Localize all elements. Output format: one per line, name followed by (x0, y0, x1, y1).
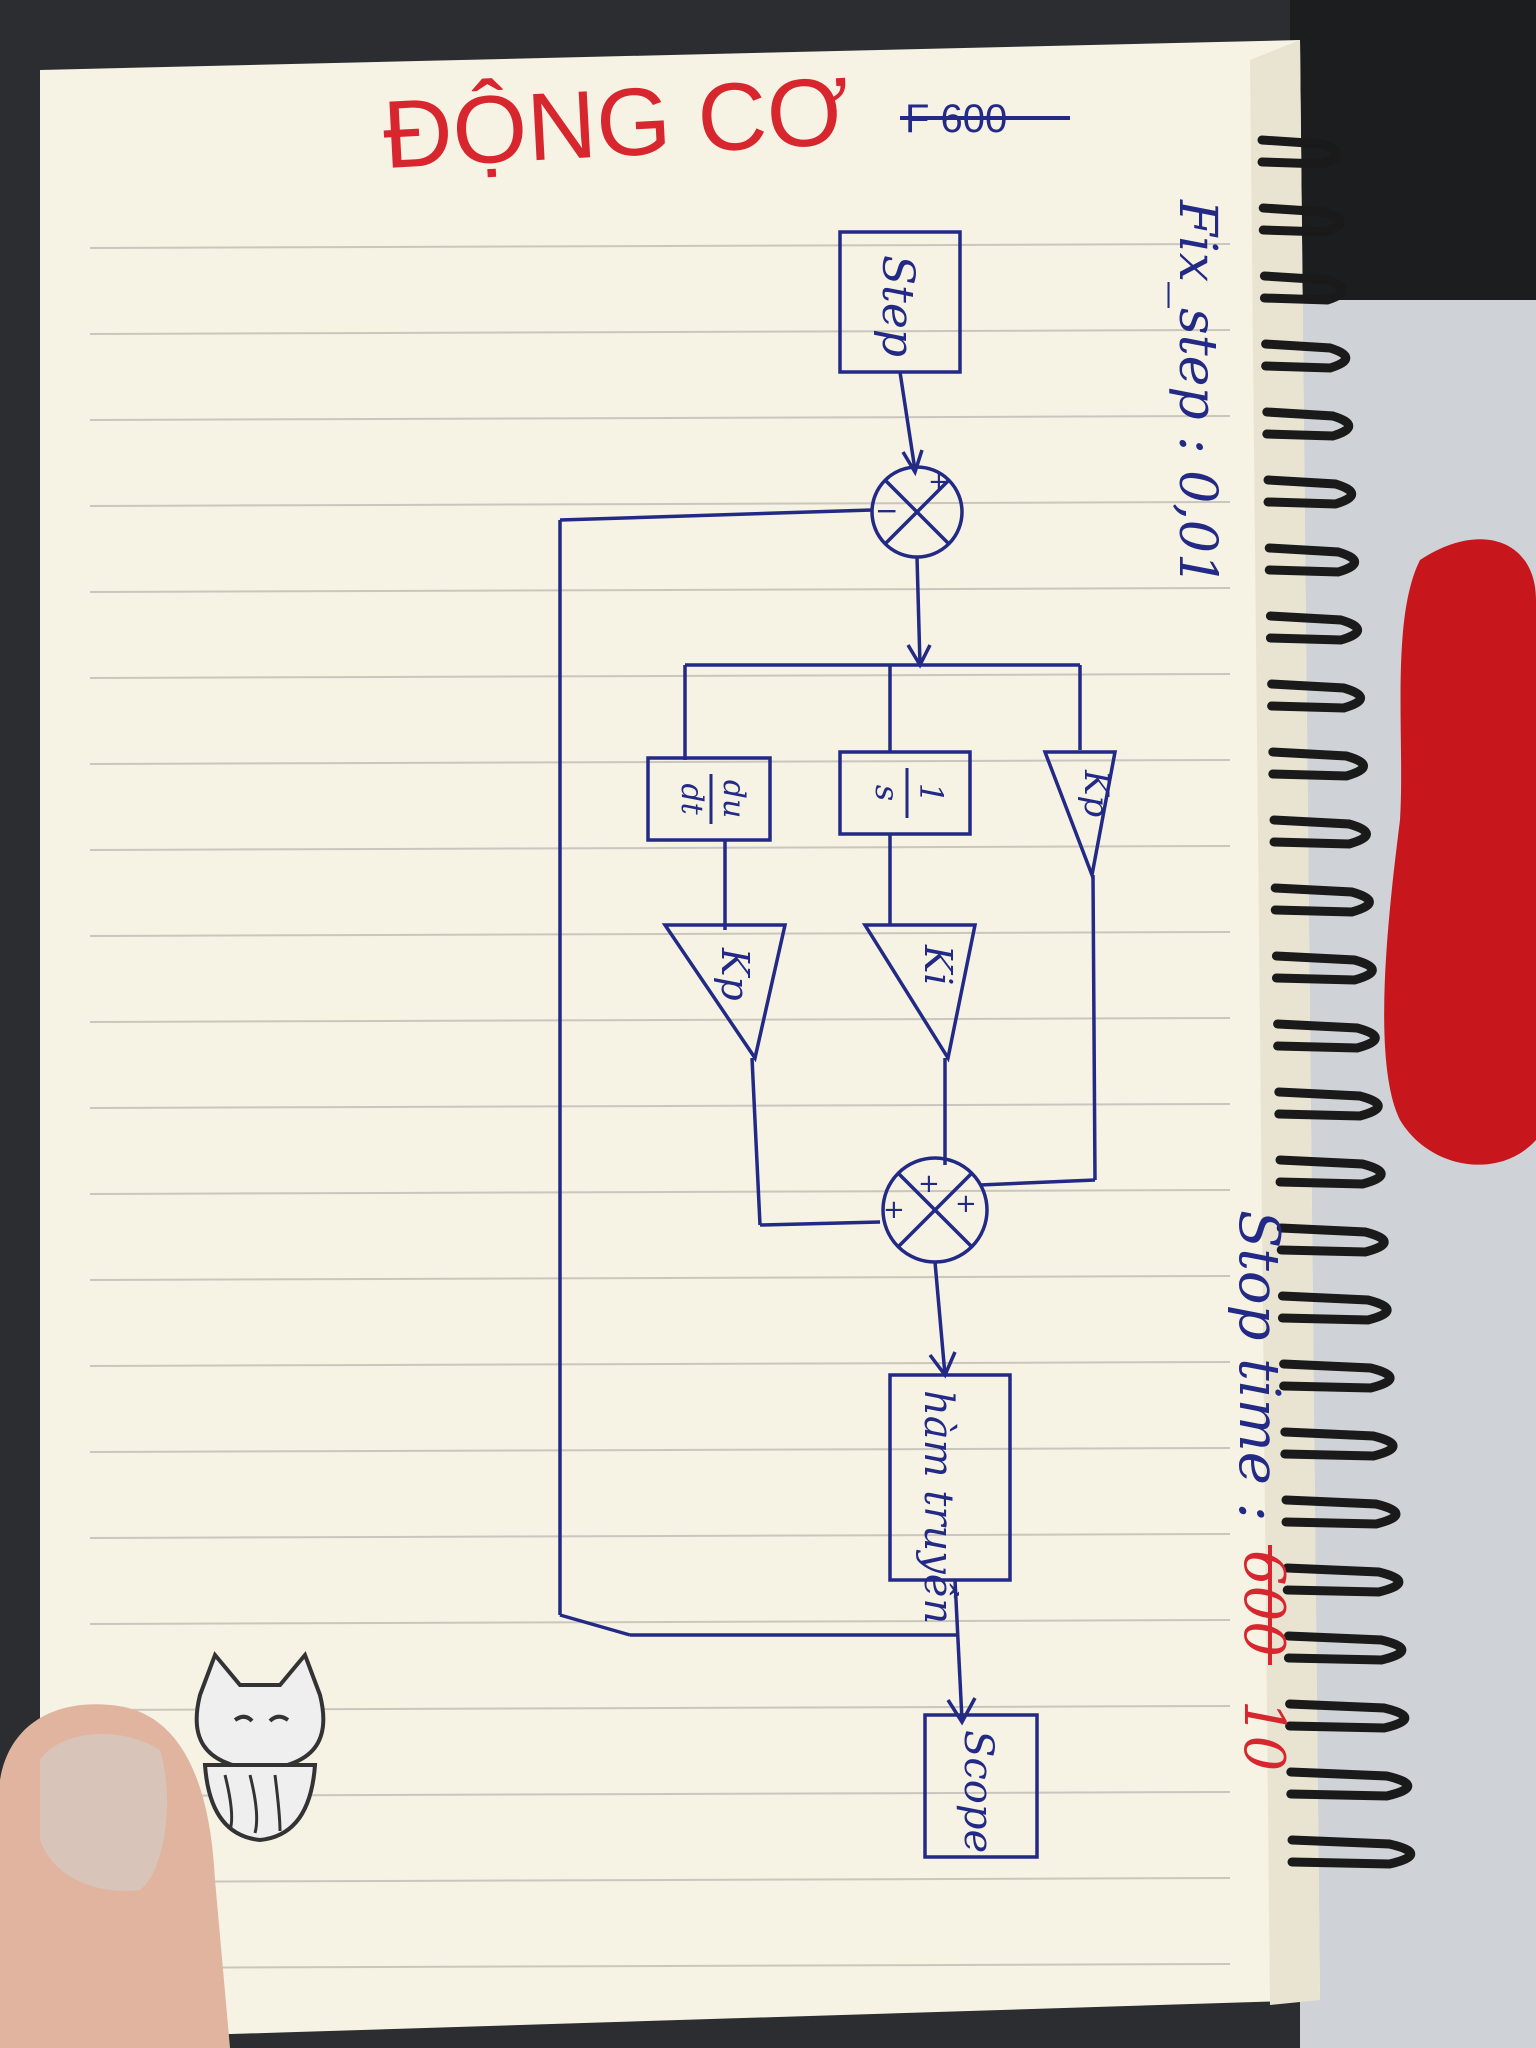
gain-i-triangle (861, 923, 978, 1063)
spiral-coil (1271, 951, 1377, 985)
rule-line (89, 1447, 1231, 1453)
gain-d-label: Kp (713, 947, 757, 1001)
sum2-sign-a: + (918, 1169, 940, 1199)
feedback-top (559, 508, 873, 522)
wire-plant-scope (953, 1579, 964, 1721)
gain-p-label: Kp (1076, 769, 1116, 817)
spiral-coil (1279, 1359, 1395, 1393)
rule-line (89, 1017, 1231, 1023)
plant-block (888, 1373, 1012, 1582)
sum1-cross (883, 478, 951, 546)
sum1-sign-left: − (875, 494, 898, 527)
cat-sticker (194, 1651, 326, 1843)
wire-kp-sum2 (979, 1178, 1096, 1187)
wire-kd-sum2 (759, 1220, 881, 1227)
rule-line (89, 501, 1231, 507)
rule-line (89, 243, 1231, 249)
rule-line (89, 1189, 1231, 1195)
spiral-coil (1282, 1563, 1404, 1597)
spiral-coil (1287, 1835, 1415, 1869)
rule-line (89, 1963, 1231, 1969)
spiral-coil (1257, 135, 1342, 169)
scope-block (923, 1713, 1039, 1859)
stop-time-value: 10 (1231, 1700, 1296, 1771)
spiral-coil (1264, 543, 1360, 577)
spiral-coil (1269, 815, 1371, 849)
wire-kp-out (1091, 874, 1097, 1181)
wire-kd-down (750, 1057, 762, 1226)
integrator-den: s (868, 785, 906, 801)
spiral-coil (1263, 475, 1357, 509)
plant-label: hàm truyền (915, 1390, 961, 1624)
spiral-coil (1286, 1767, 1413, 1801)
fixed-step-note: Fix_step : 0,01 (1167, 199, 1227, 586)
spiral-coil (1261, 339, 1351, 373)
rule-line (89, 1533, 1231, 1539)
thumbnail (40, 1733, 168, 1891)
spiral-coil (1262, 407, 1354, 441)
wire-step-sum1 (898, 371, 917, 471)
spiral-coil (1283, 1631, 1407, 1665)
red-object (1384, 539, 1536, 1165)
derivative-num: du (716, 780, 751, 819)
sum2-cross (896, 1171, 974, 1249)
wire-sum2-plant (933, 1261, 947, 1376)
spiral-coil (1265, 611, 1363, 645)
rule-line (89, 415, 1231, 421)
spiral-coil (1275, 1155, 1386, 1189)
integrator-block (838, 750, 972, 836)
notebook-page (40, 40, 1320, 2040)
spiral-coil (1270, 883, 1374, 917)
rule-line (89, 1619, 1231, 1625)
stop-time-label: Stop time : (1226, 1210, 1291, 1522)
sum2-sign-c: + (883, 1195, 905, 1225)
rule-line (89, 673, 1231, 679)
spiral-coil (1280, 1427, 1398, 1461)
wire-sum1-split (915, 556, 922, 666)
stop-time-struck: 600 (1231, 1550, 1296, 1657)
block-diagram (558, 230, 1118, 1859)
spiral-coil (1267, 679, 1366, 713)
derivative-block (646, 756, 772, 842)
feedback-corner (559, 1613, 631, 1637)
spiral-coil (1259, 271, 1348, 305)
spiral-coil (1276, 1223, 1389, 1257)
scope-label: Scope (955, 1730, 1001, 1853)
rule-line (89, 845, 1231, 851)
sum1-sign-top: + (928, 467, 950, 497)
spiral-coil (1274, 1087, 1383, 1121)
gain-i-label: Ki (916, 944, 960, 986)
rule-line (89, 1275, 1231, 1281)
rule-line (89, 1877, 1231, 1883)
arrowhead (946, 1697, 977, 1726)
integrator-label: 1 s (868, 768, 950, 818)
arrowhead (901, 449, 924, 477)
page-title: ĐỘNG CƠ (380, 58, 851, 189)
spiral-coil (1258, 203, 1345, 237)
rule-line (89, 1103, 1231, 1109)
spiral-coil (1277, 1291, 1392, 1325)
rule-line (89, 931, 1231, 937)
gain-d-triangle (661, 923, 788, 1063)
rule-line (89, 759, 1231, 765)
derivative-label: du dt (674, 774, 751, 824)
derivative-den: dt (674, 783, 709, 815)
rule-line (89, 329, 1231, 335)
rule-line (89, 1361, 1231, 1367)
integrator-num: 1 (912, 783, 950, 803)
noodles (223, 1774, 282, 1834)
spiral-coil (1268, 747, 1369, 781)
rule-line (89, 587, 1231, 593)
step-label: Step (872, 255, 923, 357)
sum2-sign-b: + (955, 1189, 977, 1219)
gain-p-triangle (1042, 750, 1118, 882)
cat-eyes (233, 1714, 290, 1723)
spiral-coil (1273, 1019, 1380, 1053)
spiral-coil (1281, 1495, 1401, 1529)
spiral-binding (1257, 135, 1415, 1869)
spiral-coil (1285, 1699, 1410, 1733)
